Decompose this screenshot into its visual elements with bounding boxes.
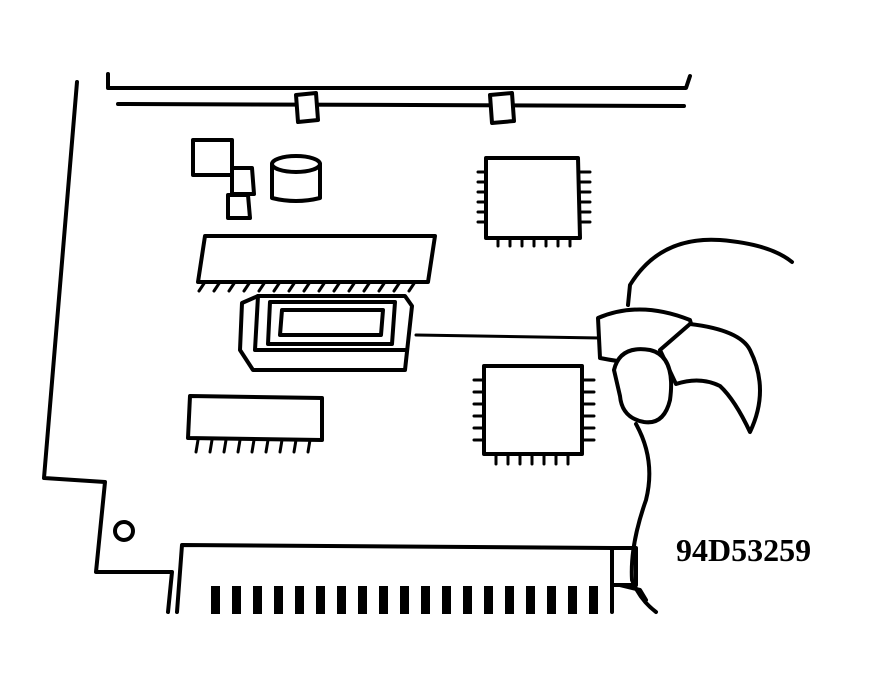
dip-chip-small — [186, 394, 324, 454]
small-components — [191, 138, 322, 220]
circuit-board-outline — [42, 80, 614, 614]
qfp-chip-bottom — [472, 364, 596, 466]
mounting-hole — [113, 520, 135, 542]
dip-chip-long — [196, 234, 437, 293]
cylinder-capacitor — [270, 154, 322, 203]
eprom-window — [278, 308, 385, 337]
part-number-label: 94D53259 — [676, 532, 812, 568]
top-bracket — [106, 72, 692, 125]
thumb — [612, 347, 674, 425]
hand — [612, 237, 794, 614]
qfp-chip-top — [476, 156, 592, 248]
edge-connector — [211, 546, 648, 614]
eprom-socket — [238, 294, 414, 372]
